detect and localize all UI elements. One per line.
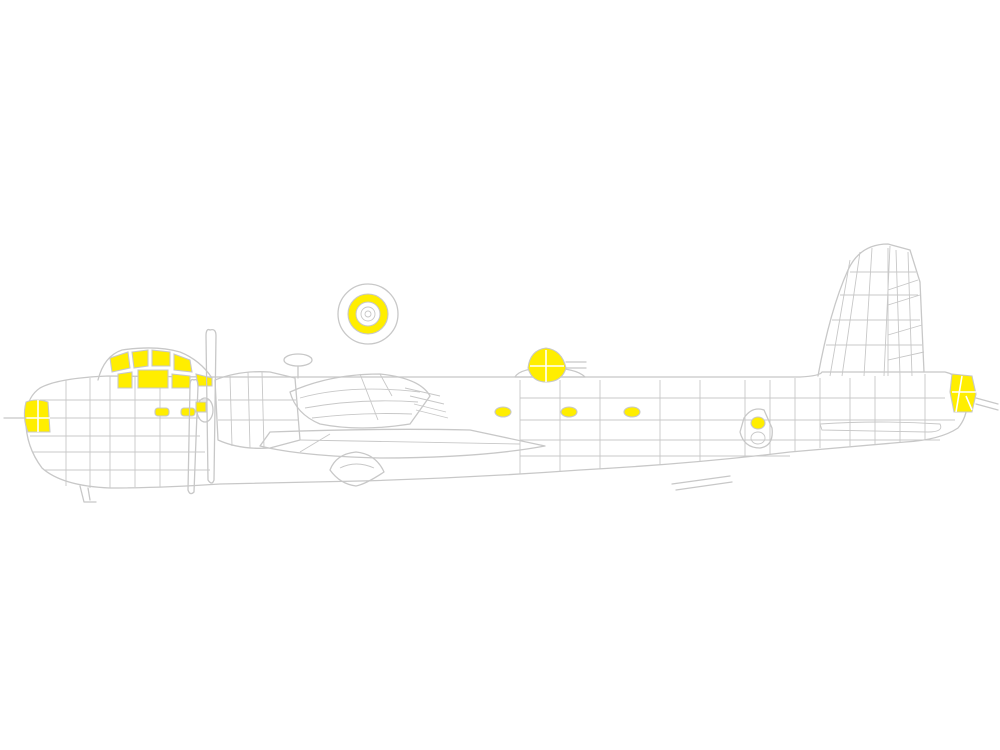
door-window-mask [750,416,766,430]
cupola-center [355,301,381,327]
crew-door [739,408,773,449]
tail-turret-mask [949,373,977,413]
engines [187,328,313,495]
canopy-frame [97,347,213,381]
fuselage-windows [494,406,641,418]
tail-gun-2 [975,403,999,411]
wing-upper-surface [289,373,431,429]
side-window-1 [154,407,170,417]
cockpit-window-7 [137,369,169,389]
propeller-rear [187,378,199,495]
landing-gear [79,451,733,503]
cockpit-window-3 [151,349,171,367]
cockpit-masks [109,349,213,417]
cockpit-window-6 [117,371,133,389]
tail-wheel-strut [671,475,733,491]
nose-probe [79,485,97,503]
propeller-front [205,328,217,484]
cupola-hub [364,310,372,318]
dorsal-turret-mask [527,347,567,383]
fuselage-panel-lines [30,374,955,488]
cupola-outline [337,283,399,345]
fuselage [25,347,968,489]
tail-turret [949,373,999,413]
wing-lower-surface [259,428,546,459]
tail-gun-1 [975,397,999,405]
fuselage-window-3 [623,406,641,418]
cockpit-window-8 [171,373,191,389]
engine-mask [195,401,207,413]
main-wheel [329,451,385,487]
tailplane [819,421,942,433]
fuselage-outline [25,371,968,489]
cockpit-window-4 [173,353,193,373]
fuselage-window-1 [494,406,512,418]
cockpit-window-1 [109,351,131,373]
nose-turret [3,399,51,433]
wing [259,373,546,459]
side-window-2 [180,407,196,417]
fuselage-window-2 [560,406,578,418]
cockpit-window-2 [131,349,149,369]
engine-nacelle [214,371,301,449]
tail-fin [817,243,942,433]
cupola-inner-ring [360,306,376,322]
astrodome [283,353,313,367]
turret-cupola-detail [337,283,399,345]
dorsal-turret [514,347,587,383]
